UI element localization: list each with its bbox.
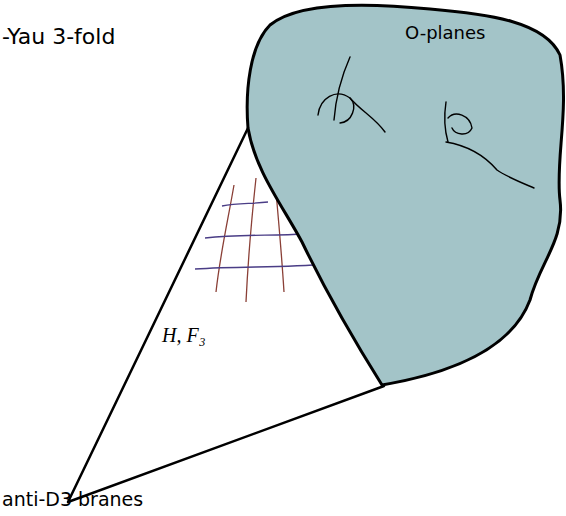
calabi-yau-blob: O-planes <box>240 0 566 392</box>
annotation-label: anti-D3 branes <box>2 488 143 510</box>
region-label: O-planes <box>405 22 485 43</box>
annotation-label: -Yau 3-fold <box>2 24 115 49</box>
region-label: H, F₃ <box>162 324 206 347</box>
shape-outline <box>240 0 566 392</box>
